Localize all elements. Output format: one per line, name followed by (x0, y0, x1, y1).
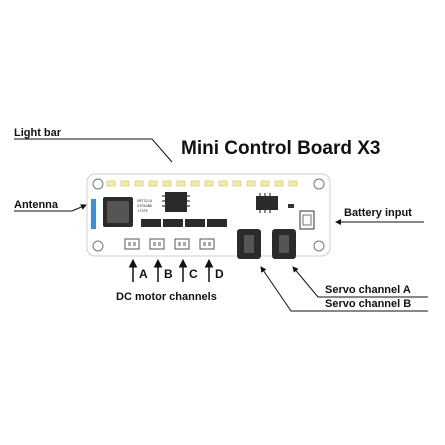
servo-channel-a-label: Servo channel A (325, 284, 411, 296)
antenna-element (91, 199, 96, 229)
regulator-ic (256, 193, 278, 213)
chip-text-1: SMT3214 (137, 199, 152, 203)
arrow-up-icon (178, 258, 188, 282)
light-bar-leds (106, 180, 298, 187)
servo-connectors (237, 229, 296, 259)
battery-connector (299, 210, 315, 230)
dc-motor-channels-label: DC motor channels (116, 291, 217, 303)
battery-input-label: Battery input (344, 207, 412, 219)
control-board: SMT3214 XYPA4NE 173FE (86, 173, 331, 259)
antenna-leader (14, 204, 87, 212)
arrow-up-icon (153, 258, 163, 282)
dc-motor-pads (124, 238, 215, 250)
servo-b-leader (260, 266, 428, 312)
board-title: Mini Control Board X3 (181, 138, 381, 159)
motor-driver-ics (141, 219, 227, 227)
arrow-up-icon (204, 258, 214, 282)
chip-text-2: XYPA4NE (137, 204, 152, 208)
chip-text-3: 173FE (137, 209, 148, 213)
servo-channel-b-label: Servo channel B (325, 298, 412, 310)
light-bar-label: Light bar (14, 127, 62, 139)
controller-ic (162, 192, 190, 212)
smd-component (288, 204, 294, 208)
channel-b-label: B (164, 267, 173, 281)
light-bar-leader (14, 138, 173, 163)
dc-channel-arrows (128, 258, 214, 282)
channel-a-label: A (139, 267, 148, 281)
antenna-label: Antenna (14, 199, 58, 211)
servo-a-leader (292, 266, 428, 298)
mounting-holes (92, 178, 325, 252)
channel-c-label: C (189, 267, 198, 281)
main-chip: SMT3214 XYPA4NE 173FE (103, 197, 152, 227)
channel-d-label: D (215, 267, 224, 281)
arrow-up-icon (128, 258, 138, 282)
